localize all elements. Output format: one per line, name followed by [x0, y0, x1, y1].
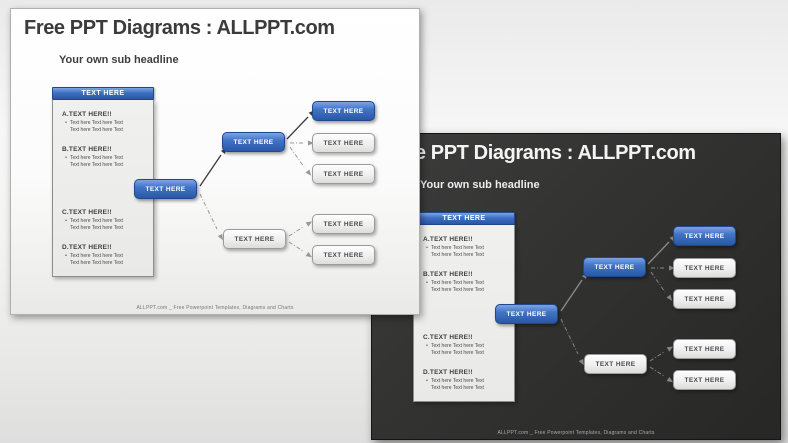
panel-header: TEXT HERE — [52, 87, 154, 100]
panel-section-c: C.TEXT HERE!! • Text here Text here Text… — [62, 209, 150, 232]
leaf-node-2: TEXT HERE — [673, 258, 736, 278]
section-label: D.TEXT HERE!! — [423, 369, 473, 376]
bullet-icon: • — [65, 253, 67, 259]
leaf-node-1: TEXT HERE — [673, 226, 736, 246]
branch-top-node: TEXT HERE — [583, 257, 646, 277]
section-label: A.TEXT HERE!! — [62, 111, 112, 118]
slide-subtitle: Your own sub headline — [59, 54, 179, 66]
slide-subtitle: Your own sub headline — [420, 179, 540, 191]
leaf-node-3: TEXT HERE — [673, 289, 736, 309]
bullet-icon: • — [65, 120, 67, 126]
panel-section-c: C.TEXT HERE!! • Text here Text here Text… — [423, 334, 511, 357]
panel-section-a: A.TEXT HERE!! • Text here Text here Text… — [62, 111, 150, 134]
bullet-icon: • — [426, 343, 428, 349]
branch-top-node: TEXT HERE — [222, 132, 285, 152]
leaf-node-5: TEXT HERE — [312, 245, 375, 265]
section-label: C.TEXT HERE!! — [62, 209, 112, 216]
root-node: TEXT HERE — [134, 179, 197, 199]
panel-section-a: A.TEXT HERE!! • Text here Text here Text… — [423, 236, 511, 259]
root-node: TEXT HERE — [495, 304, 558, 324]
panel-header: TEXT HERE — [413, 212, 515, 225]
branch-bottom-node: TEXT HERE — [223, 229, 286, 249]
section-label: C.TEXT HERE!! — [423, 334, 473, 341]
slide-title: Free PPT Diagrams : ALLPPT.com — [385, 142, 696, 164]
bullet-icon: • — [426, 378, 428, 384]
text-panel: TEXT HERE A.TEXT HERE!! • Text here Text… — [413, 212, 515, 402]
leaf-node-1: TEXT HERE — [312, 101, 375, 121]
slide-footer: ALLPPT.com _ Free Powerpoint Templates, … — [497, 430, 655, 436]
section-label: B.TEXT HERE!! — [62, 146, 112, 153]
slide-preview-dark[interactable]: Free PPT Diagrams : ALLPPT.com Your own … — [371, 133, 781, 440]
bullet-icon: • — [426, 245, 428, 251]
slide-title: Free PPT Diagrams : ALLPPT.com — [24, 17, 335, 39]
bullet-icon: • — [426, 280, 428, 286]
section-label: B.TEXT HERE!! — [423, 271, 473, 278]
panel-section-b: B.TEXT HERE!! • Text here Text here Text… — [62, 146, 150, 169]
section-label: D.TEXT HERE!! — [62, 244, 112, 251]
bullet-icon: • — [65, 218, 67, 224]
section-label: A.TEXT HERE!! — [423, 236, 473, 243]
panel-body: A.TEXT HERE!! • Text here Text here Text… — [413, 225, 515, 402]
leaf-node-2: TEXT HERE — [312, 133, 375, 153]
leaf-node-4: TEXT HERE — [673, 339, 736, 359]
bullet-icon: • — [65, 155, 67, 161]
slide-preview-light[interactable]: Free PPT Diagrams : ALLPPT.com Your own … — [10, 8, 420, 315]
leaf-node-5: TEXT HERE — [673, 370, 736, 390]
panel-section-d: D.TEXT HERE!! • Text here Text here Text… — [62, 244, 150, 267]
branch-bottom-node: TEXT HERE — [584, 354, 647, 374]
panel-section-d: D.TEXT HERE!! • Text here Text here Text… — [423, 369, 511, 392]
leaf-node-4: TEXT HERE — [312, 214, 375, 234]
panel-section-b: B.TEXT HERE!! • Text here Text here Text… — [423, 271, 511, 294]
leaf-node-3: TEXT HERE — [312, 164, 375, 184]
slide-footer: ALLPPT.com _ Free Powerpoint Templates, … — [136, 305, 294, 311]
